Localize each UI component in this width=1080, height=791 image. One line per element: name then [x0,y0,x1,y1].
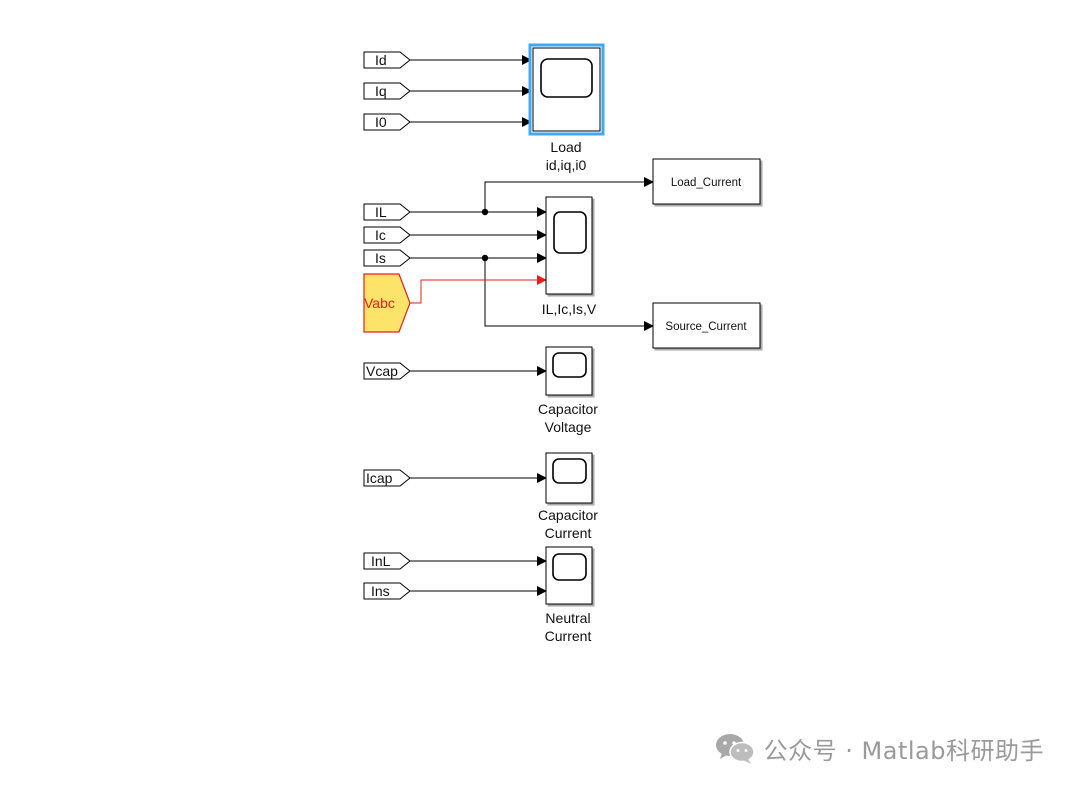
goto-block-source-current[interactable]: Source_Current [652,302,761,349]
scope-label: IL,Ic,Is,V [542,301,597,317]
scope-label: Voltage [545,419,592,435]
scope-screen-icon [540,58,593,98]
svg-text:InL: InL [371,553,391,569]
from-block-inl[interactable]: InL [363,552,411,570]
svg-text:Ins: Ins [371,583,390,599]
watermark: 公众号 · Matlab科研助手 [714,731,1044,765]
scope-label: Current [545,628,592,644]
from-block-vcap[interactable]: Vcap [363,362,411,380]
svg-text:I0: I0 [375,114,387,130]
from-block-ins[interactable]: Ins [363,582,411,600]
scope-neutral-current[interactable]: Neutral Current [545,546,593,644]
from-block-icap[interactable]: Icap [363,469,411,487]
branch-point-is [481,254,489,262]
from-block-id[interactable]: Id [363,51,411,69]
svg-text:IL: IL [375,204,387,220]
from-block-vabc[interactable]: Vabc [363,273,411,333]
scope-il-ic-is-v[interactable]: IL,Ic,Is,V [542,196,597,317]
svg-text:Source_Current: Source_Current [665,321,747,333]
scope-screen-icon [552,352,587,378]
scope-label: Load [550,139,581,155]
from-block-iq[interactable]: Iq [363,82,411,100]
svg-text:Icap: Icap [366,470,393,486]
signal-line-vabc[interactable] [410,275,547,304]
scope-screen-icon [552,458,587,484]
wechat-icon [715,734,755,764]
from-block-is[interactable]: Is [363,249,411,267]
svg-text:Vabc: Vabc [364,295,395,311]
scope-label: Capacitor [538,401,598,417]
goto-block-load-current[interactable]: Load_Current [652,158,761,205]
scope-capacitor-voltage[interactable]: Capacitor Voltage [538,346,598,435]
scope-label: Current [545,525,592,541]
signal-line-source-current[interactable] [484,258,654,331]
signal-line-load-current[interactable] [484,177,654,212]
svg-text:Id: Id [375,52,387,68]
scope-load[interactable]: Load id,iq,i0 [528,43,605,173]
svg-text:Load_Current: Load_Current [671,177,742,189]
scope-capacitor-current[interactable]: Capacitor Current [538,452,598,541]
branch-point-il [481,208,489,216]
signal-lines [410,55,654,596]
svg-text:Ic: Ic [375,227,386,243]
svg-text:Iq: Iq [375,83,387,99]
scope-label: Capacitor [538,507,598,523]
scope-label: id,iq,i0 [546,157,587,173]
from-block-il[interactable]: IL [363,203,411,221]
svg-text:Vcap: Vcap [366,363,398,379]
svg-text:Is: Is [375,250,386,266]
from-block-i0[interactable]: I0 [363,113,411,131]
scope-screen-icon [553,211,587,254]
watermark-text: 公众号 · Matlab科研助手 [763,736,1044,765]
scope-screen-icon [552,553,587,581]
scope-label: Neutral [545,610,590,626]
from-block-ic[interactable]: Ic [363,226,411,244]
